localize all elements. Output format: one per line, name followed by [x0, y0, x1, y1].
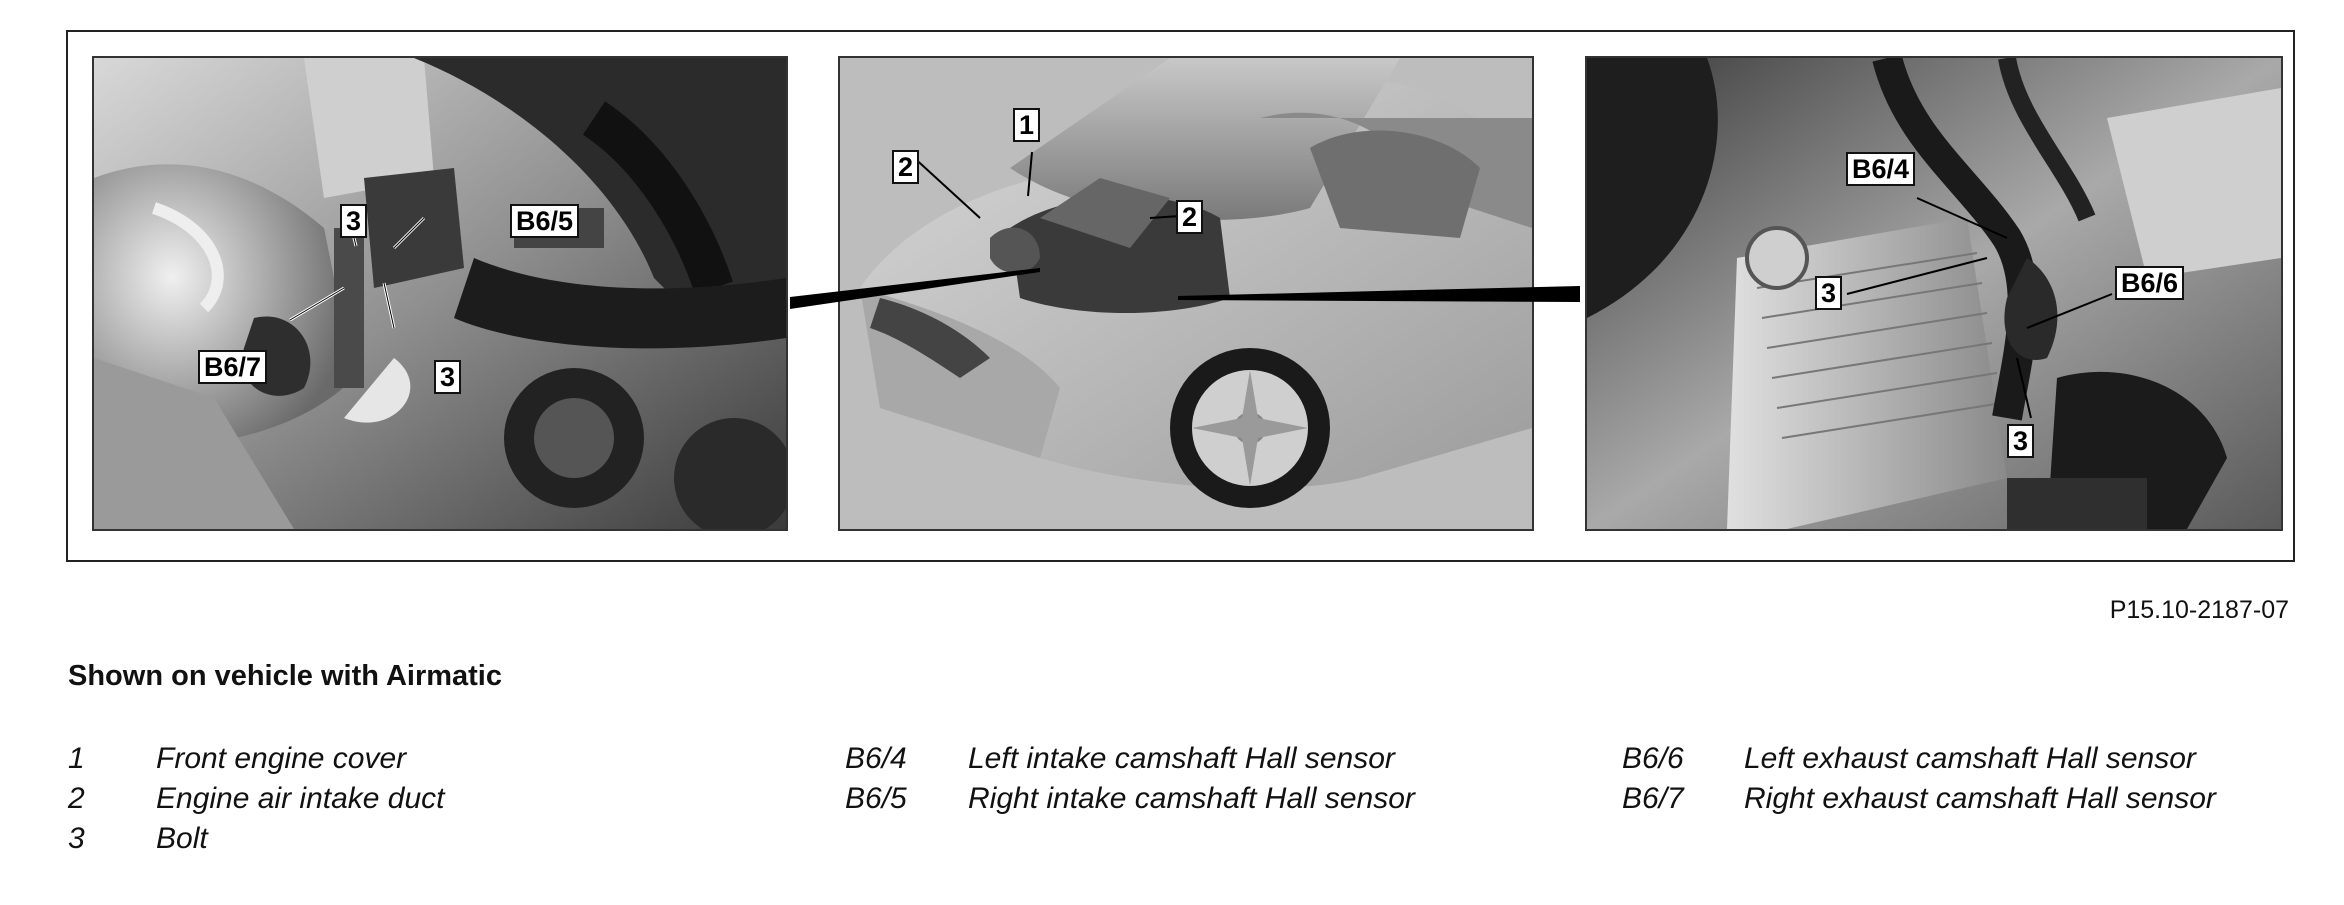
callout-bolt-3-lower-right: 3 — [2007, 424, 2035, 458]
legend-key: B6/5 — [845, 782, 907, 815]
callout-front-engine-cover-1: 1 — [1013, 108, 1041, 142]
legend-key: B6/4 — [845, 742, 907, 775]
legend-key: 3 — [68, 822, 85, 855]
callout-bolt-3-upper: 3 — [340, 204, 368, 238]
photo-left-illustration — [94, 58, 786, 529]
callout-b6-6: B6/6 — [2115, 266, 2185, 300]
callout-bolt-3-lower: 3 — [434, 360, 462, 394]
photo-center-illustration — [840, 58, 1532, 529]
legend-row: 1 Front engine cover — [68, 742, 445, 782]
legend-text: Front engine cover — [156, 742, 407, 775]
figure-id: P15.10-2187-07 — [2109, 596, 2289, 624]
legend-row: B6/5 Right intake camshaft Hall sensor — [845, 782, 1415, 822]
legend-text: Left exhaust camshaft Hall sensor — [1744, 742, 2196, 775]
callout-air-intake-duct-2-left: 2 — [892, 150, 920, 184]
callout-b6-7: B6/7 — [198, 350, 268, 384]
photo-center-vehicle: 1 2 2 — [838, 56, 1534, 531]
legend-text: Bolt — [156, 822, 208, 855]
legend-text: Left intake camshaft Hall sensor — [968, 742, 1395, 775]
legend-text: Right intake camshaft Hall sensor — [968, 782, 1415, 815]
legend-key: B6/7 — [1622, 782, 1684, 815]
legend-row: B6/4 Left intake camshaft Hall sensor — [845, 742, 1415, 782]
legend-row: B6/6 Left exhaust camshaft Hall sensor — [1622, 742, 2216, 782]
callout-air-intake-duct-2-right: 2 — [1176, 200, 1204, 234]
legend-key: 2 — [68, 782, 85, 815]
callout-b6-5: B6/5 — [510, 204, 580, 238]
legend-text: Right exhaust camshaft Hall sensor — [1744, 782, 2216, 815]
callout-bolt-3-upper-right: 3 — [1815, 276, 1843, 310]
legend-key: B6/6 — [1622, 742, 1684, 775]
legend-column-2: B6/4 Left intake camshaft Hall sensor B6… — [845, 742, 1415, 822]
legend-key: 1 — [68, 742, 85, 775]
legend-column-1: 1 Front engine cover 2 Engine air intake… — [68, 742, 445, 862]
diagram-frame: 3 B6/5 B6/7 3 — [66, 30, 2295, 562]
callout-b6-4: B6/4 — [1846, 152, 1916, 186]
caption-title: Shown on vehicle with Airmatic — [68, 660, 502, 692]
legend-row: B6/7 Right exhaust camshaft Hall sensor — [1622, 782, 2216, 822]
photo-left-engine-detail: 3 B6/5 B6/7 3 — [92, 56, 788, 531]
legend-column-3: B6/6 Left exhaust camshaft Hall sensor B… — [1622, 742, 2216, 822]
legend-text: Engine air intake duct — [156, 782, 445, 815]
photo-right-engine-detail: B6/4 3 B6/6 3 — [1585, 56, 2283, 531]
legend-row: 2 Engine air intake duct — [68, 782, 445, 822]
legend-row: 3 Bolt — [68, 822, 445, 862]
